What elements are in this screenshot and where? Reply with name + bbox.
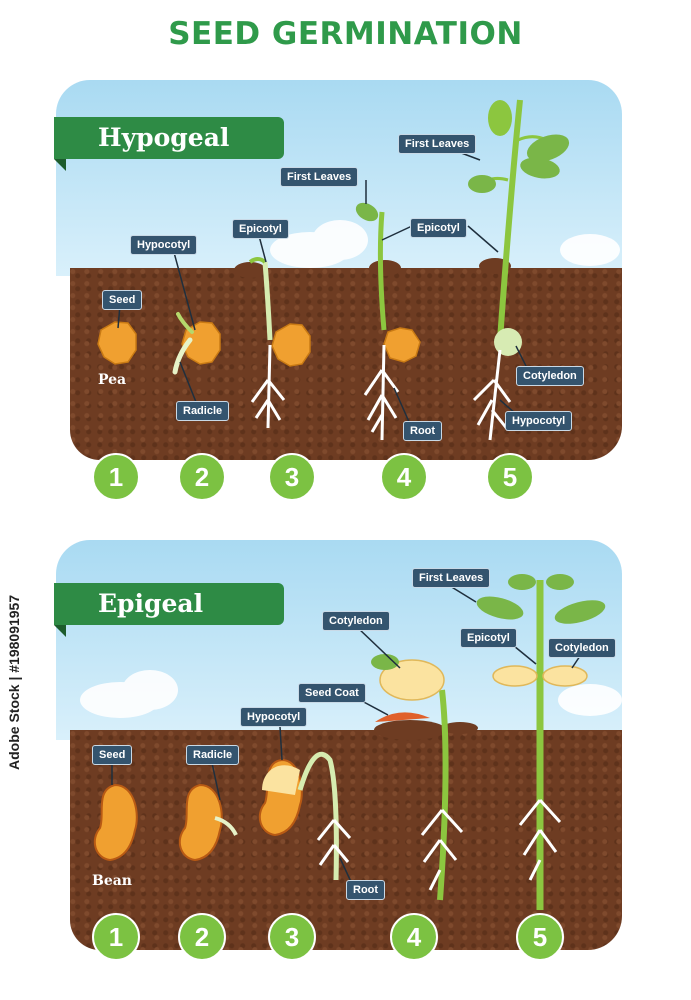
pea-stage-2 — [172, 312, 221, 375]
label-cotyledon: Cotyledon — [322, 611, 390, 631]
step-badge: 2 — [178, 913, 226, 961]
label-first-leaves: First Leaves — [398, 134, 477, 154]
label-hypocotyl: Hypocotyl — [240, 707, 308, 727]
epigeal-heading: Epigeal — [54, 583, 284, 625]
label-epicotyl: Epicotyl — [410, 218, 467, 238]
label-root: Root — [403, 421, 443, 441]
step-badge: 5 — [486, 453, 534, 501]
pea-stage-3 — [248, 257, 311, 429]
bean-stage-3 — [258, 751, 352, 881]
bean-seed-1 — [93, 783, 138, 862]
label-seed-coat: Seed Coat — [298, 683, 366, 703]
step-badge: 1 — [92, 913, 140, 961]
label-cotyledon: Cotyledon — [548, 638, 616, 658]
label-pea: Pea — [98, 372, 127, 388]
label-radicle: Radicle — [176, 401, 230, 421]
label-bean: Bean — [92, 873, 132, 889]
label-epicotyl: Epicotyl — [460, 628, 517, 648]
label-radicle: Radicle — [186, 745, 240, 765]
clouds — [80, 220, 622, 718]
label-hypocotyl: Hypocotyl — [505, 411, 573, 431]
step-badge: 5 — [516, 913, 564, 961]
bean-stage-4 — [371, 654, 464, 901]
bean-stage-2 — [178, 783, 238, 862]
step-badge: 4 — [380, 453, 428, 501]
bean-stage-5 — [476, 574, 606, 910]
step-badge: 2 — [178, 453, 226, 501]
soil-mounds — [234, 258, 511, 740]
pea-stage-5 — [468, 99, 570, 441]
label-first-leaves: First Leaves — [412, 568, 491, 588]
page-title: SEED GERMINATION — [168, 16, 523, 52]
stock-watermark: Adobe Stock | #198091957 — [6, 594, 22, 770]
epigeal-panel — [56, 540, 622, 950]
banner-fold — [54, 159, 66, 171]
step-badge: 3 — [268, 913, 316, 961]
banner-fold — [54, 625, 66, 637]
step-badge: 4 — [390, 913, 438, 961]
step-badge: 1 — [92, 453, 140, 501]
label-cotyledon: Cotyledon — [516, 366, 584, 386]
label-seed: Seed — [102, 290, 143, 310]
pea-stage-4 — [355, 202, 421, 441]
soil-background — [70, 730, 622, 950]
label-root: Root — [346, 880, 386, 900]
label-epicotyl: Epicotyl — [232, 219, 289, 239]
leader-lines — [111, 585, 581, 885]
hypogeal-heading: Hypogeal — [54, 117, 284, 159]
step-badge: 3 — [268, 453, 316, 501]
label-hypocotyl: Hypocotyl — [130, 235, 198, 255]
label-first-leaves: First Leaves — [280, 167, 359, 187]
label-seed: Seed — [92, 745, 133, 765]
pea-seed-1 — [97, 321, 137, 365]
